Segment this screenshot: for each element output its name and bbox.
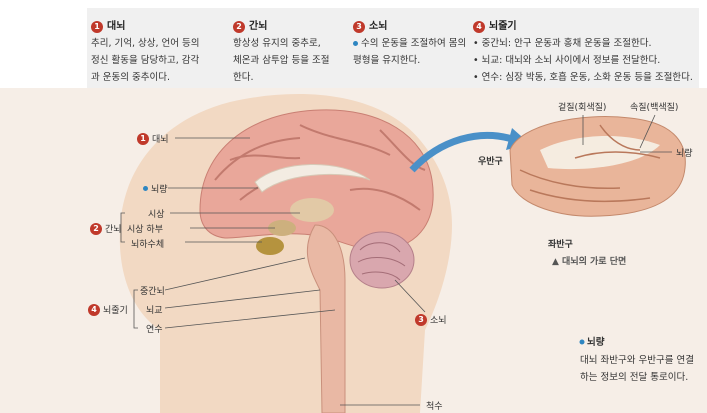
info-cerebellum: 3 소뇌 수의 운동을 조절하여 몸의 평형을 유지한다.	[353, 18, 473, 69]
note-line: 대뇌 좌반구와 우반구를 연결	[580, 355, 694, 366]
info-line: 정신 활동을 담당하고, 감각	[91, 55, 200, 66]
number-badge: 4	[473, 20, 485, 33]
label-pituitary: 뇌하수체	[131, 240, 165, 250]
label-text: 소뇌	[430, 316, 447, 326]
info-line: • 연수: 심장 박동, 호흡 운동, 소화 운동 등을 조절한다.	[473, 72, 693, 83]
label-left-hemisphere: 좌반구	[548, 240, 573, 250]
cerebellum-shape	[349, 231, 415, 289]
number-badge: 2	[233, 20, 245, 33]
number-badge: 3	[353, 20, 365, 33]
info-line: • 중간뇌: 안구 운동과 홍채 운동을 조절한다.	[473, 38, 652, 49]
label-thalamus: 시상	[148, 210, 165, 220]
label-inner: 속질(백색질)	[630, 103, 679, 113]
info-line: 평형을 유지한다.	[353, 55, 421, 66]
info-line: 추리, 기억, 상상, 언어 등의	[91, 38, 200, 49]
number-badge: 1	[91, 20, 103, 33]
label-medulla: 연수	[146, 325, 163, 335]
number-badge: 3	[415, 313, 427, 326]
brainstem-shape	[306, 224, 346, 413]
info-line: 체온과 삼투압 등을 조절	[233, 55, 330, 66]
info-line: 수의 운동을 조절하여 몸의	[353, 35, 473, 52]
label-midbrain: 중간뇌	[140, 287, 165, 297]
hypothalamus-shape	[268, 220, 296, 236]
cross-folds	[519, 124, 661, 203]
info-title: 대뇌	[107, 21, 126, 32]
info-panel: 1 대뇌 추리, 기억, 상상, 언어 등의 정신 활동을 담당하고, 감각 과 …	[87, 8, 699, 88]
label-corpus-callosum: 뇌량	[143, 182, 168, 195]
corpus-callosum	[254, 164, 371, 193]
info-title: 소뇌	[369, 21, 388, 32]
note-title: 뇌량	[587, 337, 605, 348]
label-text: 대뇌	[152, 135, 169, 145]
number-badge: 4	[88, 303, 100, 316]
label-cortex: 겉질(회색질)	[558, 103, 607, 113]
thalamus-shape	[290, 198, 334, 222]
dot-icon	[579, 339, 585, 345]
arrow-line	[409, 131, 517, 173]
callout-lines	[120, 137, 426, 406]
label-text: 뇌량	[151, 185, 168, 195]
cross-callouts	[582, 114, 672, 153]
note-line: 하는 정보의 전달 통로이다.	[580, 372, 689, 383]
label-text: 간뇌	[105, 225, 122, 235]
info-line: 한다.	[233, 72, 254, 83]
info-brainstem: 4 뇌줄기 • 중간뇌: 안구 운동과 홍채 운동을 조절한다. • 뇌교: 대뇌…	[473, 18, 697, 86]
label-corpus-right: 뇌량	[676, 149, 693, 159]
info-cerebrum: 1 대뇌 추리, 기억, 상상, 언어 등의 정신 활동을 담당하고, 감각 과 …	[91, 18, 217, 86]
label-pons: 뇌교	[146, 306, 163, 316]
label-spinal-cord: 척수	[426, 402, 443, 412]
info-title: 뇌줄기	[489, 21, 517, 32]
info-line: 과 운동의 중추이다.	[91, 72, 170, 83]
info-line: 항상성 유지의 중추로,	[233, 38, 321, 49]
number-badge: 1	[137, 132, 149, 145]
info-title: 간뇌	[249, 21, 268, 32]
info-diencephalon: 2 간뇌 항상성 유지의 중추로, 체온과 삼투압 등을 조절 한다.	[233, 18, 343, 86]
number-badge: 2	[90, 222, 102, 235]
dot-icon	[353, 41, 358, 46]
info-line: • 뇌교: 대뇌와 소뇌 사이에서 정보를 전달한다.	[473, 55, 661, 66]
label-right-hemisphere: 우반구	[478, 157, 503, 167]
cerebrum-shape	[199, 109, 434, 251]
label-hypothalamus: 시상 하부	[127, 225, 163, 235]
label-text: 뇌줄기	[103, 306, 128, 316]
dot-icon	[143, 186, 148, 191]
cerebellum-folds	[357, 242, 406, 281]
pituitary-shape	[256, 237, 284, 255]
caption: ▲ 대뇌의 가로 단면	[552, 257, 627, 267]
info-text: 수의 운동을 조절하여 몸의	[361, 38, 467, 49]
